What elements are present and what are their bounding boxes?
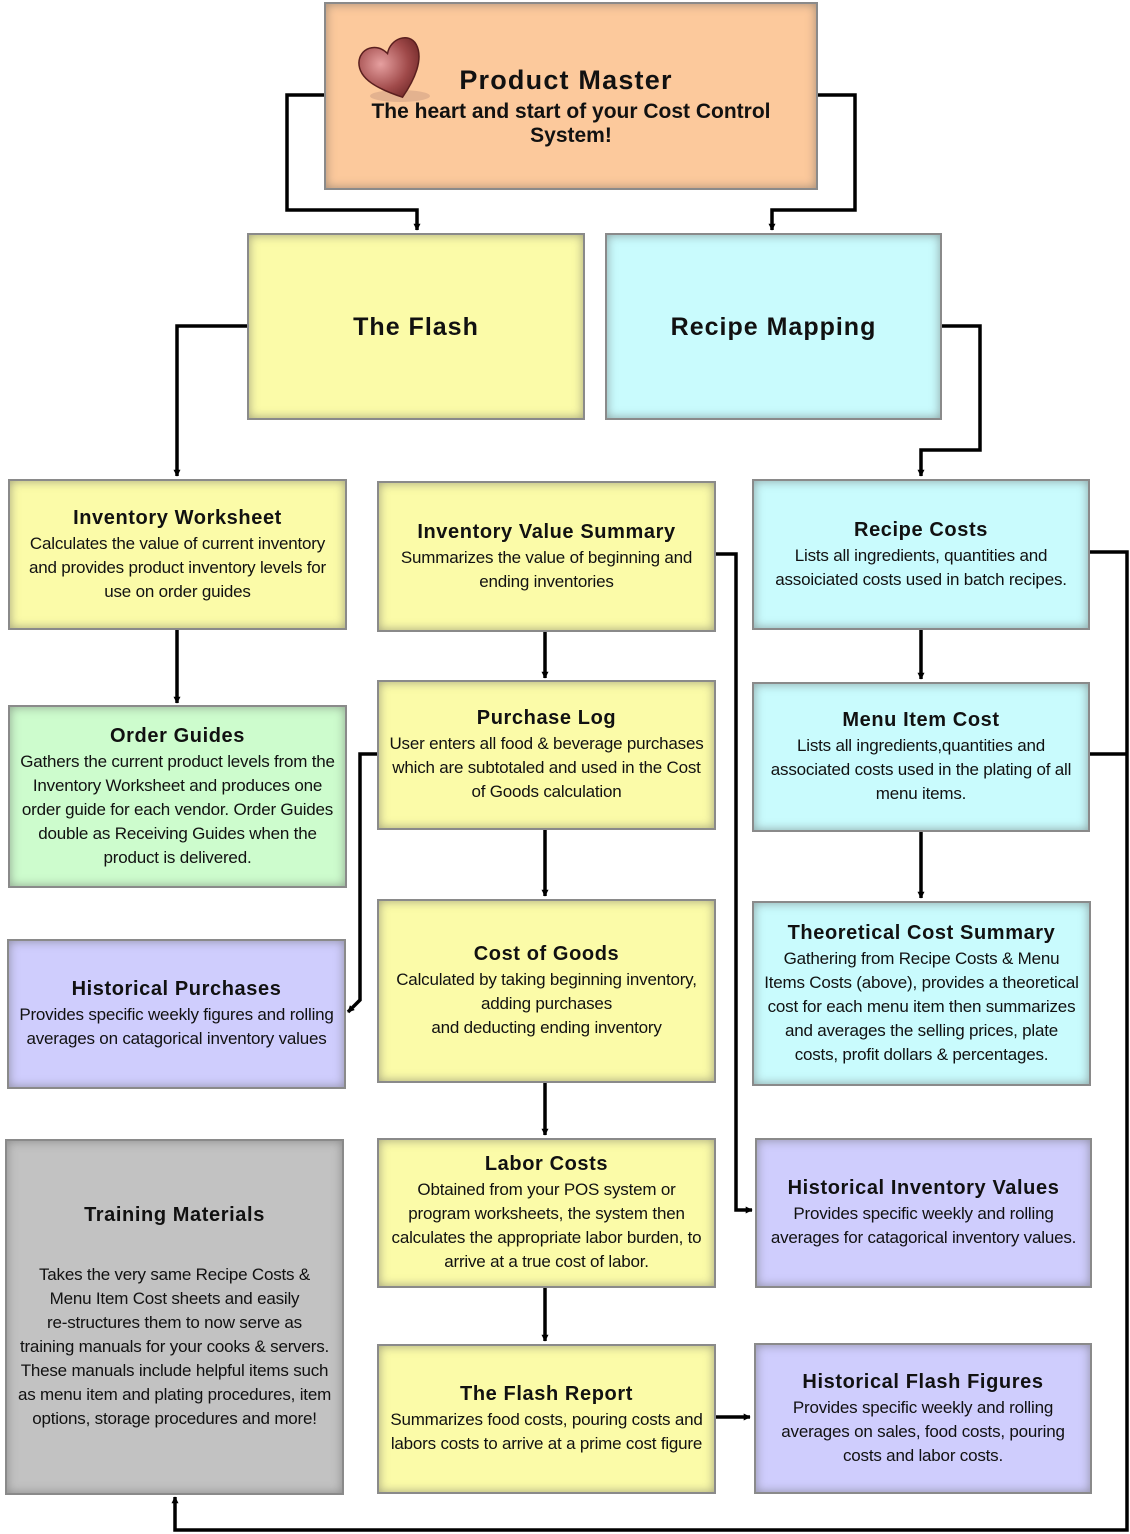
purchase-log-title: Purchase Log bbox=[476, 707, 617, 729]
historical-flash-figures-box[interactable]: Historical Flash Figures Provides specif… bbox=[754, 1343, 1092, 1494]
inventory-value-summary-title: Inventory Value Summary bbox=[417, 520, 676, 543]
historical-purchases-desc: Provides specific weekly figures and rol… bbox=[19, 1005, 334, 1048]
menu-item-cost-desc: Lists all ingredients,quantities and ass… bbox=[770, 736, 1072, 803]
labor-costs-box[interactable]: Labor Costs Obtained from your POS syste… bbox=[377, 1138, 716, 1288]
training-materials-title: Training Materials bbox=[84, 1204, 265, 1226]
the-flash-box[interactable]: The Flash bbox=[247, 233, 585, 420]
labor-costs-title: Labor Costs bbox=[484, 1153, 609, 1175]
recipe-mapping-title: Recipe Mapping bbox=[670, 312, 877, 341]
historical-flash-figures-desc: Provides specific weekly and rolling ave… bbox=[781, 1397, 1065, 1465]
arrow-inv-value-summary-to-historical-inventory bbox=[716, 552, 753, 1214]
recipe-costs-box[interactable]: Recipe Costs Lists all ingredients, quan… bbox=[752, 479, 1090, 630]
arrow-flash-to-inventory-worksheet bbox=[173, 324, 247, 477]
historical-purchases-title: Historical Purchases bbox=[71, 978, 282, 1000]
order-guides-title: Order Guides bbox=[109, 724, 245, 747]
the-flash-title: The Flash bbox=[353, 312, 479, 341]
recipe-costs-desc: Lists all ingredients, quantities and as… bbox=[775, 545, 1067, 589]
theoretical-cost-summary-box[interactable]: Theoretical Cost Summary Gathering from … bbox=[752, 901, 1091, 1086]
inventory-worksheet-desc: Calculates the value of current inventor… bbox=[28, 533, 327, 601]
recipe-mapping-box[interactable]: Recipe Mapping bbox=[605, 233, 942, 420]
cost-of-goods-title: Cost of Goods bbox=[473, 943, 620, 965]
cost-of-goods-box[interactable]: Cost of Goods Calculated by taking begin… bbox=[377, 899, 716, 1083]
arrow-purchase-log-to-historical-purchases bbox=[346, 752, 377, 1014]
labor-costs-desc: Obtained from your POS system or program… bbox=[391, 1180, 702, 1271]
historical-purchases-box[interactable]: Historical Purchases Provides specific w… bbox=[7, 939, 346, 1089]
historical-flash-figures-title: Historical Flash Figures bbox=[802, 1370, 1044, 1393]
training-materials-desc: Takes the very same Recipe Costs & Menu … bbox=[17, 1265, 332, 1428]
flash-report-box[interactable]: The Flash Report Summarizes food costs, … bbox=[377, 1344, 716, 1494]
theoretical-cost-summary-title: Theoretical Cost Summary bbox=[787, 921, 1056, 944]
flash-report-title: The Flash Report bbox=[460, 1383, 633, 1405]
cost-of-goods-desc: Calculated by taking beginning inventory… bbox=[396, 970, 697, 1037]
historical-inventory-values-title: Historical Inventory Values bbox=[787, 1177, 1060, 1199]
menu-item-cost-box[interactable]: Menu Item Cost Lists all ingredients,qua… bbox=[752, 682, 1090, 832]
flash-report-desc: Summarizes food costs, pouring costs and… bbox=[390, 1410, 703, 1453]
menu-item-cost-title: Menu Item Cost bbox=[842, 709, 1000, 731]
heart-icon bbox=[358, 36, 430, 102]
inventory-value-summary-box[interactable]: Inventory Value Summary Summarizes the v… bbox=[377, 481, 716, 632]
product-master-title: Product Master bbox=[459, 65, 673, 95]
order-guides-desc: Gathers the current product levels from … bbox=[20, 751, 335, 867]
purchase-log-desc: User enters all food & beverage purchase… bbox=[389, 734, 704, 801]
historical-inventory-values-box[interactable]: Historical Inventory Values Provides spe… bbox=[755, 1138, 1092, 1288]
recipe-costs-title: Recipe Costs bbox=[854, 518, 988, 541]
purchase-log-box[interactable]: Purchase Log User enters all food & beve… bbox=[377, 680, 716, 830]
training-materials-box[interactable]: Training Materials Takes the very same R… bbox=[5, 1139, 344, 1495]
inventory-worksheet-title: Inventory Worksheet bbox=[73, 506, 282, 529]
product-master-desc: The heart and start of your Cost Control… bbox=[371, 100, 771, 147]
order-guides-box[interactable]: Order Guides Gathers the current product… bbox=[8, 705, 347, 888]
theoretical-cost-summary-desc: Gathering from Recipe Costs & Menu Items… bbox=[764, 948, 1079, 1064]
inventory-worksheet-box[interactable]: Inventory Worksheet Calculates the value… bbox=[8, 479, 347, 630]
historical-inventory-values-desc: Provides specific weekly and rolling ave… bbox=[770, 1204, 1077, 1247]
inventory-value-summary-desc: Summarizes the value of beginning and en… bbox=[400, 547, 693, 591]
